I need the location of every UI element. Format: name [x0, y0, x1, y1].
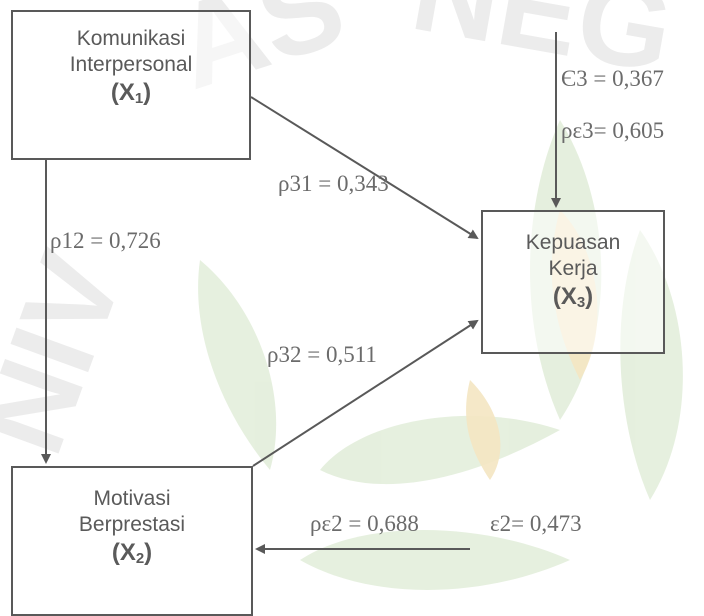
node-x1-symbol-letter: X — [118, 79, 135, 106]
node-x3-symbol-letter: X — [560, 283, 577, 310]
node-x2-symbol-letter: X — [119, 539, 136, 566]
node-x3-subscript: 3 — [576, 294, 586, 311]
label-epsilon3: Є3 = 0,367 — [561, 66, 664, 91]
node-motivasi-berprestasi: Motivasi Berprestasi (X2) — [11, 466, 253, 616]
node-x3-line1: Kepuasan — [525, 231, 621, 254]
arrow-x1-to-x3 — [250, 96, 479, 240]
label-rho12: ρ12 = 0,726 — [50, 228, 161, 253]
node-komunikasi-interpersonal: Komunikasi Interpersonal (X1) — [11, 10, 251, 160]
node-x3-line2: Kerja — [548, 257, 598, 280]
node-x2-subscript: 2 — [135, 550, 145, 567]
arrow-x2-to-x3 — [252, 319, 479, 467]
label-rho-epsilon3: ρε3= 0,605 — [561, 118, 665, 143]
node-x2-line2: Berprestasi — [78, 513, 186, 536]
node-x1-line2: Interpersonal — [69, 53, 193, 76]
node-x2-symbol: (X2) — [111, 539, 153, 567]
node-x1-subscript: 1 — [134, 90, 144, 107]
label-rho32: ρ32 = 0,511 — [267, 342, 377, 367]
label-epsilon2: ε2= 0,473 — [490, 511, 582, 536]
node-x1-symbol: (X1) — [110, 79, 152, 107]
node-x1-line1: Komunikasi — [76, 27, 186, 50]
node-kepuasan-kerja: Kepuasan Kerja (X3) — [481, 210, 665, 354]
node-x3-symbol: (X3) — [552, 283, 594, 311]
label-rho31: ρ31 = 0,343 — [278, 171, 389, 196]
label-rho-epsilon2: ρε2 = 0,688 — [310, 511, 419, 536]
node-x2-line1: Motivasi — [93, 487, 171, 510]
